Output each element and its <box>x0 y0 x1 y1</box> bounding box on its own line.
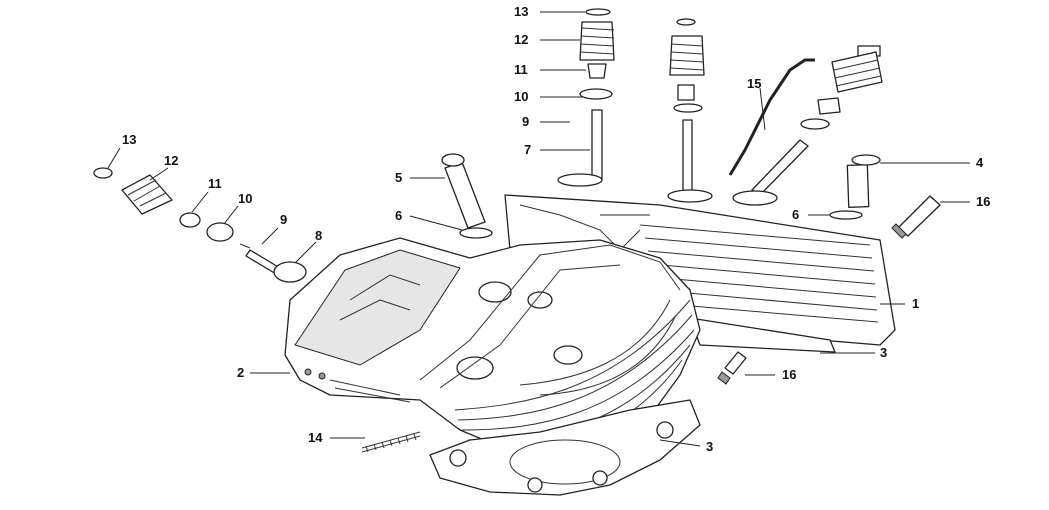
callout-14: 14 <box>308 430 323 445</box>
oil-line <box>728 58 815 176</box>
front-cylinder-head <box>284 237 701 456</box>
valve-stack-right <box>667 18 713 203</box>
callout-10-top: 10 <box>514 89 528 104</box>
front-head-gasket <box>429 399 701 496</box>
callout-6-left: 6 <box>395 208 402 223</box>
callout-8: 8 <box>315 228 322 243</box>
callout-13-top: 13 <box>514 4 528 19</box>
callout-9-top: 9 <box>522 114 529 129</box>
valve-stack-left <box>93 167 307 283</box>
callout-11-left: 11 <box>208 176 222 191</box>
pushrod-tube-left <box>441 153 486 229</box>
callout-1: 1 <box>912 296 919 311</box>
callout-16-lower: 16 <box>782 367 796 382</box>
callout-10-left: 10 <box>238 191 252 206</box>
callout-4: 4 <box>976 155 984 170</box>
callout-16-upper: 16 <box>976 194 990 209</box>
callout-7: 7 <box>524 142 531 157</box>
callout-5: 5 <box>395 170 402 185</box>
callout-12-left: 12 <box>164 153 178 168</box>
callout-15: 15 <box>747 76 761 91</box>
spring <box>361 431 421 453</box>
callout-13-left: 13 <box>122 132 136 147</box>
callouts: 13 12 11 10 9 7 5 6 15 4 6 16 1 3 16 2 1… <box>122 4 990 454</box>
valve-stack-center <box>557 8 615 187</box>
callout-9-left: 9 <box>280 212 287 227</box>
leader-lines <box>107 11 970 447</box>
spark-plug-upper <box>891 195 941 239</box>
washer-left <box>459 227 493 239</box>
washer-right <box>829 210 863 220</box>
callout-6-right: 6 <box>792 207 799 222</box>
callout-3-bottom: 3 <box>706 439 713 454</box>
valve-stack-rear <box>732 45 883 206</box>
pushrod-tube-right <box>846 154 881 208</box>
callout-11-top: 11 <box>514 62 528 77</box>
callout-3-right: 3 <box>880 345 887 360</box>
callout-12-top: 12 <box>514 32 528 47</box>
spark-plug-lower <box>717 351 747 385</box>
callout-2: 2 <box>237 365 244 380</box>
